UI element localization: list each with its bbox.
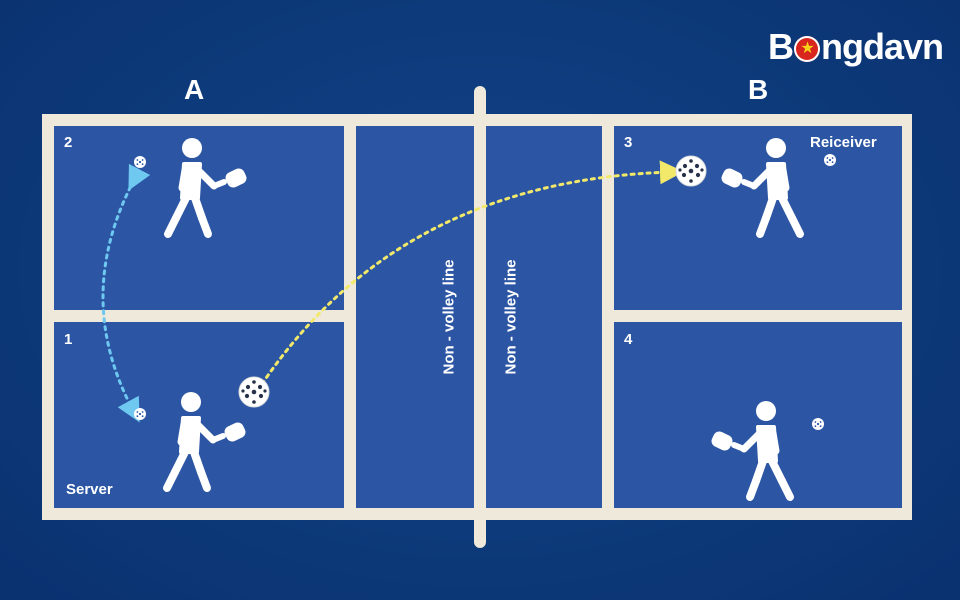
box-number-2: 2 [64,134,73,151]
box-number-1: 1 [64,331,73,348]
small-ball-icon [134,408,146,420]
net [474,86,486,548]
non-volley-line-label-left: Non - volley line [440,259,458,375]
server-label: Server [66,481,113,498]
brand-prefix: B [768,26,794,67]
service-box-3 [614,126,902,310]
box-number-4: 4 [624,331,633,348]
non-volley-line-label-right: Non - volley line [502,259,520,375]
receiver-label: Reiceiver [810,134,877,151]
small-ball-icon [824,154,836,166]
brand-logo: B ngdavn [768,26,944,68]
brand-suffix: ngdavn [821,26,944,67]
serve-path-arrow [260,160,684,386]
small-ball-icon [134,156,146,168]
pickleball-icon [238,376,270,408]
side-b-label: B [748,74,770,105]
pickleball-icon [675,155,707,187]
side-a-label: A [184,74,206,105]
box-number-3: 3 [624,134,633,151]
flag-star-icon [794,36,820,62]
server-rotation-arrow [101,163,151,423]
small-ball-icon [812,418,824,430]
kitchen-left [356,126,474,508]
